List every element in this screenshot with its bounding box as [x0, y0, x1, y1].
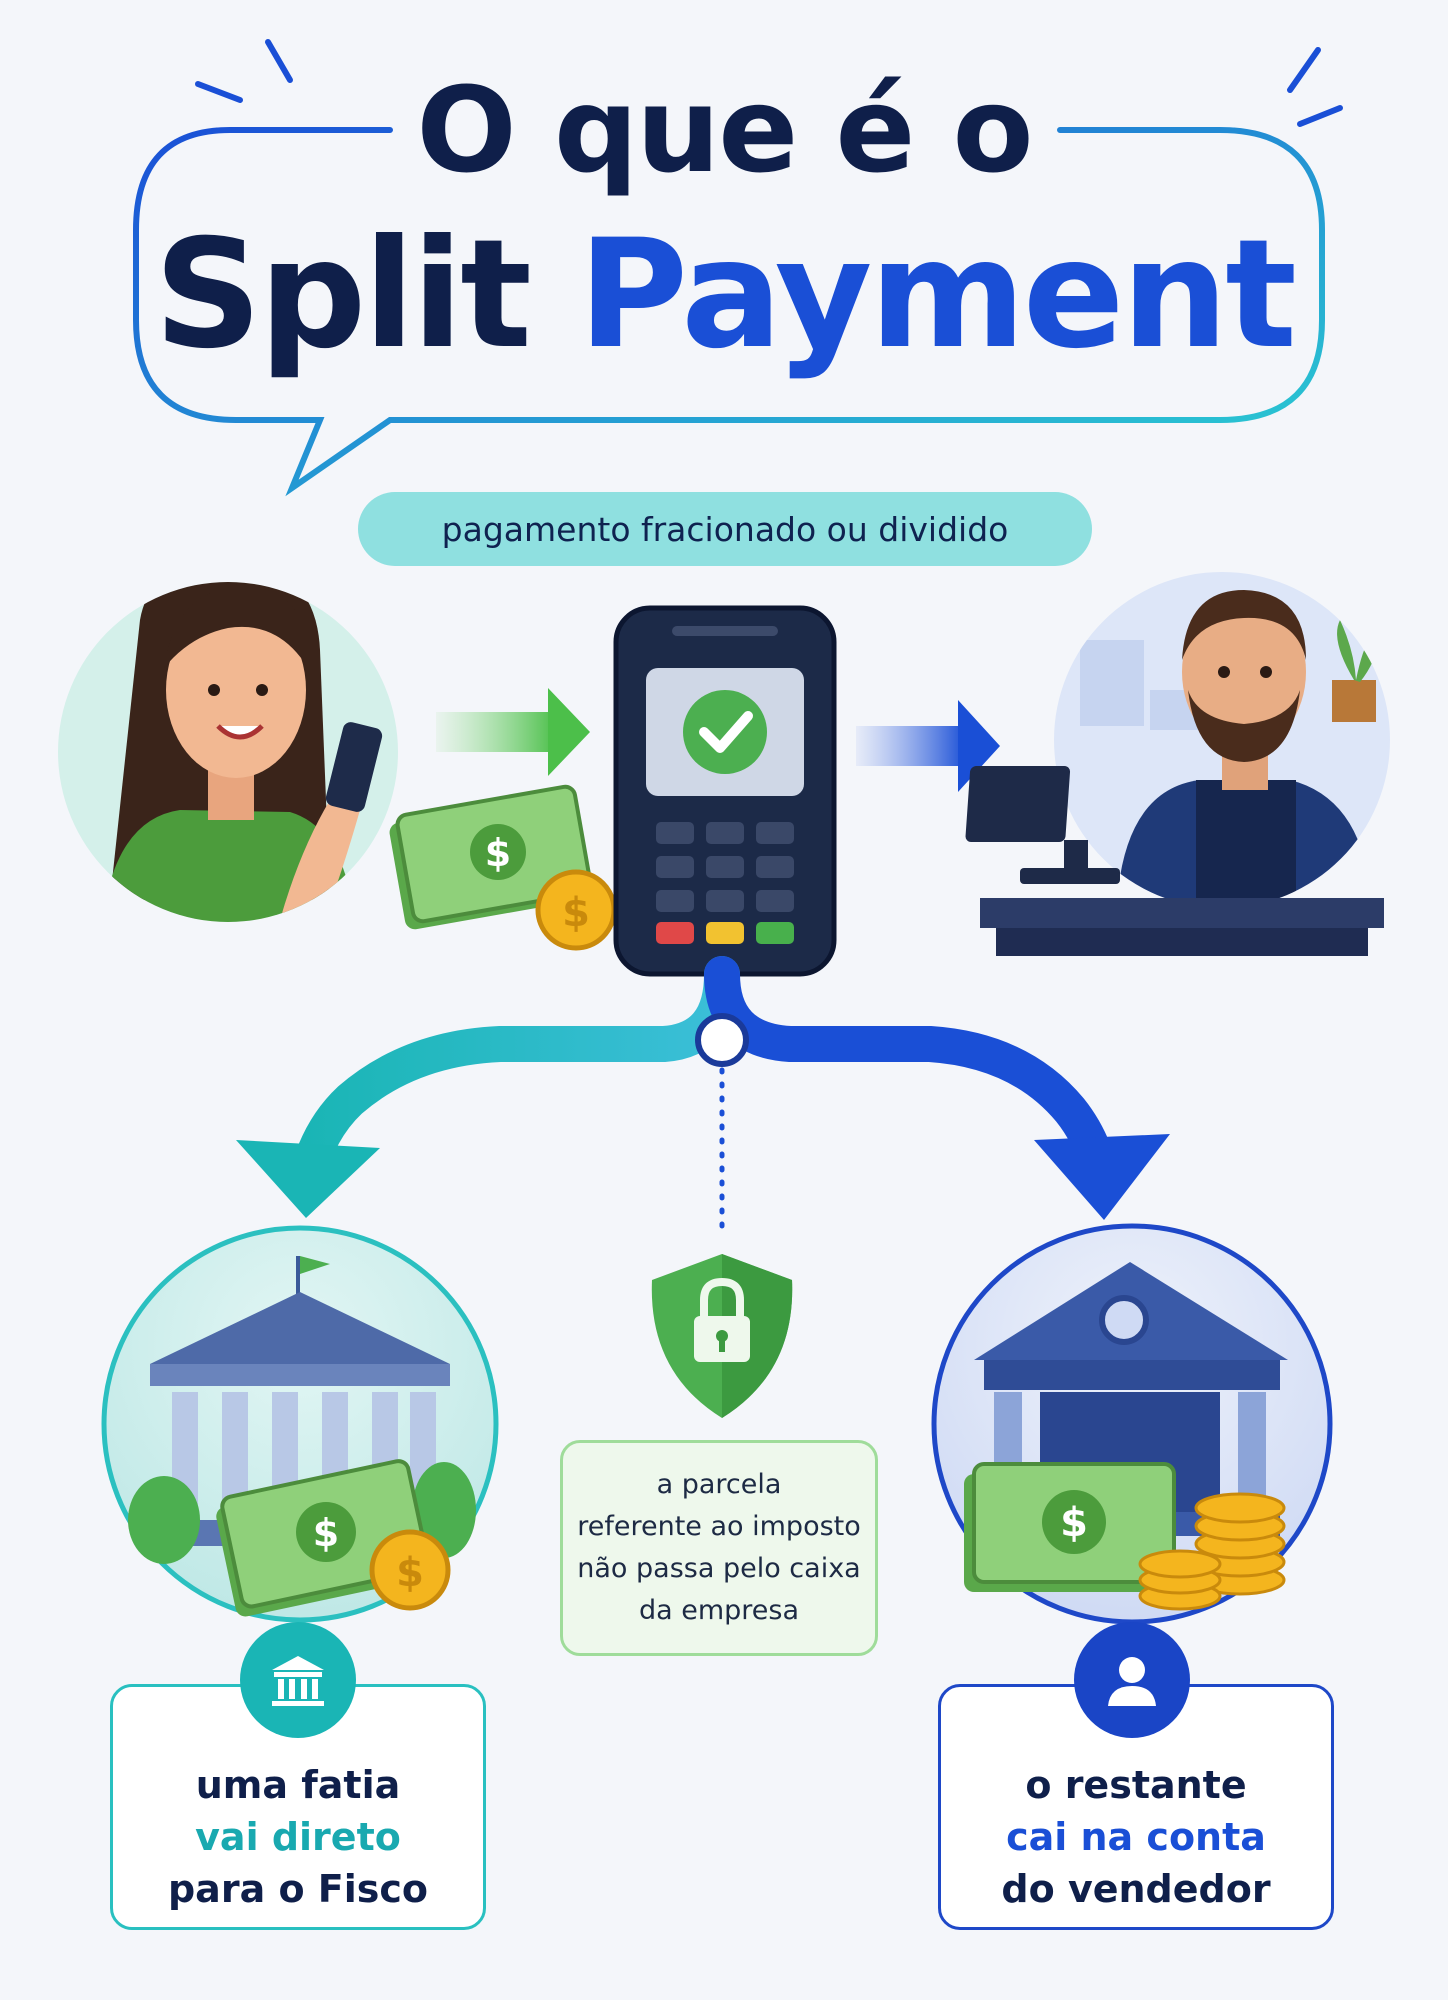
- svg-text:$: $: [313, 1511, 339, 1555]
- cash-register-icon: [965, 766, 1120, 884]
- card-terminal-icon: [613, 605, 837, 977]
- merchant-icon: [1054, 572, 1390, 908]
- cash-icon: $: [389, 784, 593, 930]
- checkmark-icon: [683, 690, 767, 774]
- seller-caption-line-3: do vendedor: [1001, 1867, 1271, 1911]
- arrow-right-blue-icon: [856, 700, 1000, 792]
- fisco-caption-line-2: vai direto: [195, 1815, 401, 1859]
- svg-text:$: $: [1060, 1500, 1088, 1546]
- lock-shield-icon: [651, 1254, 793, 1418]
- dollar-coin-icon: $: [535, 869, 617, 951]
- svg-text:$: $: [562, 890, 590, 936]
- cash-icon-right: $: [964, 1462, 1176, 1592]
- split-connector: [236, 956, 1170, 1239]
- sparkle-lines-left: [195, 39, 293, 103]
- government-badge-icon: [240, 1622, 356, 1738]
- tax-note-line-3: não passa pelo caixa: [577, 1553, 861, 1584]
- svg-text:$: $: [396, 1550, 424, 1596]
- tax-note-line-4: da empresa: [638, 1595, 800, 1626]
- fisco-caption-line-1: uma fatia: [195, 1763, 401, 1807]
- tax-note-line-1: a parcela: [656, 1469, 782, 1500]
- title-split: Split: [153, 208, 532, 382]
- title-speech-bubble: [133, 127, 1325, 497]
- seller-caption-box: o restante cai na conta do vendedor: [938, 1684, 1334, 1930]
- dollar-coin-icon-left: $: [369, 1529, 451, 1611]
- fisco-caption-line-3: para o Fisco: [167, 1867, 429, 1911]
- coin-stack-icon: [1138, 1492, 1286, 1611]
- seller-caption-line-2: cai na conta: [1006, 1815, 1266, 1859]
- subtitle-pill: pagamento fracionado ou dividido: [358, 492, 1092, 566]
- woman-phone-icon: [58, 582, 398, 922]
- tax-note-line-2: referente ao imposto: [577, 1511, 861, 1542]
- svg-text:$: $: [485, 831, 511, 875]
- title-line-1: O que é o: [416, 61, 1033, 199]
- sparkle-lines-right: [1287, 47, 1343, 127]
- seller-caption-line-1: o restante: [1025, 1763, 1247, 1807]
- tax-note-box: a parcela referente ao imposto não passa…: [560, 1440, 878, 1656]
- arrow-right-green-icon: [436, 688, 590, 776]
- counter-icon: [980, 898, 1384, 956]
- title-line-2: Split Payment: [0, 210, 1448, 380]
- user-badge-icon: [1074, 1622, 1190, 1738]
- title-payment: Payment: [578, 208, 1297, 382]
